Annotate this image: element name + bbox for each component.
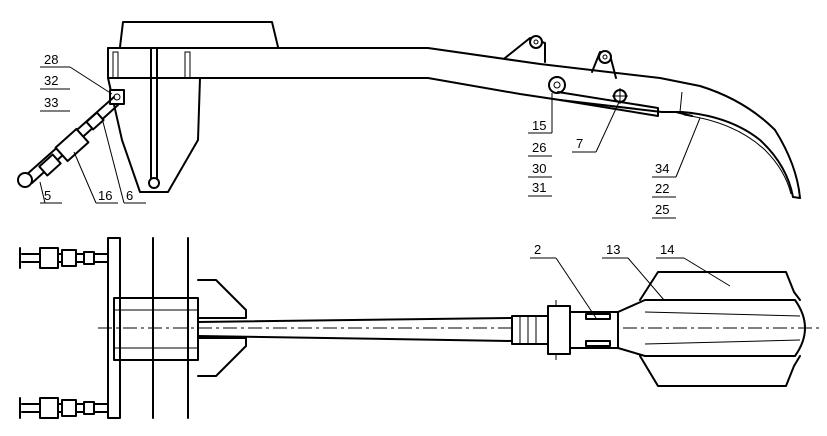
hitch-pin-upper <box>19 247 109 269</box>
main-beam-lower-edge <box>107 77 794 198</box>
callout-5: 5 <box>44 188 51 203</box>
wing-upper <box>639 271 801 301</box>
callout-28: 28 <box>44 52 58 67</box>
hitch-pin-lower <box>19 397 109 419</box>
pivot-joint <box>548 76 566 94</box>
plan-view <box>19 237 822 419</box>
side-bracket-upper <box>197 279 247 319</box>
callout-32: 32 <box>44 73 58 88</box>
frame-cover-plate <box>119 21 279 48</box>
main-beam-upper-edge <box>107 47 801 199</box>
side-bracket-lower <box>197 337 247 377</box>
callout-6: 6 <box>126 188 133 203</box>
frame-hanger-body <box>107 77 201 193</box>
callout-16: 16 <box>98 188 112 203</box>
link-eye <box>17 172 33 188</box>
callout-2: 2 <box>534 242 541 257</box>
beam-tip <box>792 196 801 199</box>
wing-lower <box>639 355 801 387</box>
frame-plate-left <box>107 237 121 419</box>
strut-bar <box>557 91 659 117</box>
callout-31: 31 <box>532 180 546 195</box>
callout-7: 7 <box>576 136 583 151</box>
leader-lines <box>39 66 731 319</box>
rod-pin <box>148 177 160 189</box>
callout-labels: 28 32 33 5 16 6 15 26 30 31 7 34 22 25 2… <box>44 52 674 257</box>
callout-33: 33 <box>44 95 58 110</box>
link-bracket <box>109 89 125 105</box>
share-inner-line <box>683 114 792 195</box>
beam-plan-bottom <box>197 335 513 342</box>
callout-13: 13 <box>606 242 620 257</box>
callout-26: 26 <box>532 140 546 155</box>
callout-30: 30 <box>532 161 546 176</box>
shank-body <box>617 299 806 357</box>
callout-25: 25 <box>655 202 669 217</box>
callout-15: 15 <box>532 118 546 133</box>
coupling-clamp <box>511 300 619 360</box>
callout-14: 14 <box>660 242 674 257</box>
top-link-assembly <box>17 96 119 188</box>
callout-34: 34 <box>655 161 669 176</box>
frame-box <box>113 297 199 361</box>
side-elevation-view <box>17 21 801 199</box>
callout-22: 22 <box>655 181 669 196</box>
beam-plan-top <box>197 317 513 323</box>
